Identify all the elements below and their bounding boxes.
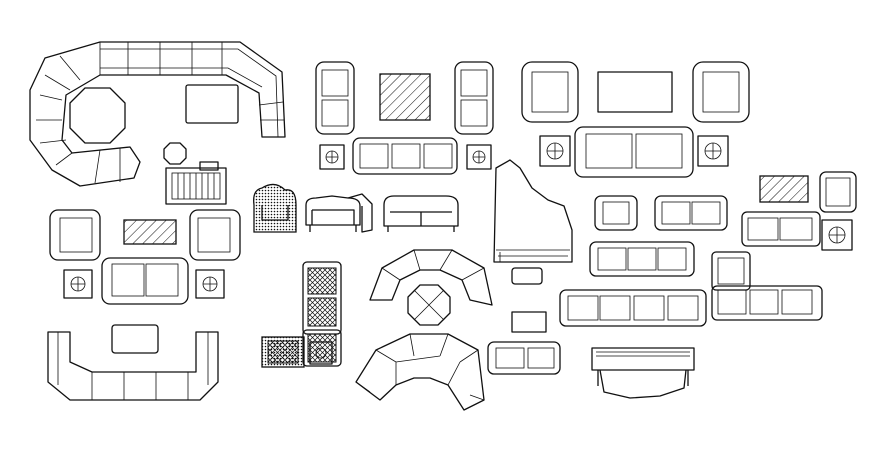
small-octagon-table [163,142,187,165]
curved-sectional-center [369,249,493,326]
four-seat-sofa-right [559,289,707,327]
sofa-elevation-large [383,195,459,232]
u-shaped-sofa [47,324,219,401]
grand-piano [493,159,573,285]
side-table-left [319,144,345,170]
side-table-right [466,144,492,170]
loveseat-right-a [654,195,728,231]
side-table-tr-right [697,135,729,167]
side-table-l2 [195,269,225,299]
side-table-tr-left [539,135,571,167]
side-table-checkered [309,341,333,365]
sofa-elevation-small [305,193,373,233]
octagon-table [69,87,126,144]
ornate-settee [253,183,297,233]
l-sectional-far-right [711,171,857,321]
three-seat-sofa-right [589,241,695,277]
small-table-right [511,311,547,333]
striped-ottoman [165,161,227,205]
side-table-far-right [821,219,853,251]
armchair-right-a [594,195,638,231]
curved-sectional-bottom [355,333,485,411]
living-set-left [49,209,241,305]
coffee-table [185,84,239,124]
l-sectional-checkered [261,261,342,368]
loveseat-bottom-right [487,341,561,375]
side-table-l1 [63,269,93,299]
desk-bench [591,347,695,399]
curved-sectional-sofa [29,41,286,187]
octagon-center-table [407,284,451,326]
living-set-center [315,61,494,175]
living-set-top-right [521,61,750,178]
